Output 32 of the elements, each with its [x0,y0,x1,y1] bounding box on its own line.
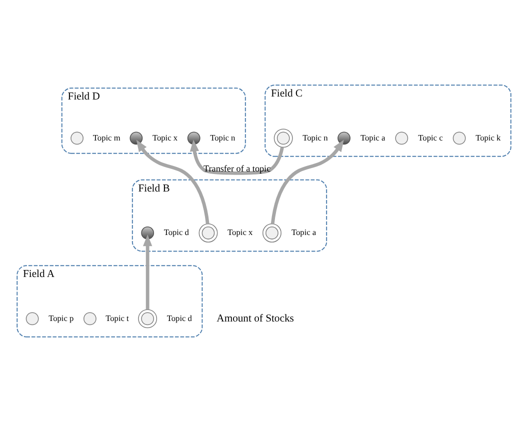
node-label: Topic x [228,228,253,238]
node-label: Topic c [418,133,443,142]
node-circle [26,312,39,326]
node-circle [274,128,293,148]
node-circle [84,312,96,326]
node-label: Topic a [292,228,316,238]
node-label: Topic d [164,228,189,238]
arrow [270,140,344,224]
node-label: Topic a [360,133,386,142]
node-label: Topic n [302,133,328,142]
arrow [136,140,210,224]
edge-label: Transfer of a topic [204,163,271,174]
node-circle [138,309,158,328]
node-circle [130,132,143,145]
node-circle [141,226,154,240]
node-label: Topic t [106,314,129,323]
node-circle [262,224,282,242]
node-circle [187,132,200,145]
node-label: Topic p [48,314,74,323]
node-circle [70,132,84,145]
node-label: Topic k [476,133,501,142]
arrow [142,234,152,310]
label: Amount of Stocks [216,314,294,325]
node-label: Topic d [166,314,192,323]
node-circle [452,132,466,145]
node-label: Topic m [92,133,120,142]
node-circle [338,132,350,145]
node-circle [198,224,218,242]
arrow [190,140,284,175]
node-label: Topic n [210,133,236,142]
node-label: Topic x [152,133,178,142]
node-circle [395,132,408,145]
